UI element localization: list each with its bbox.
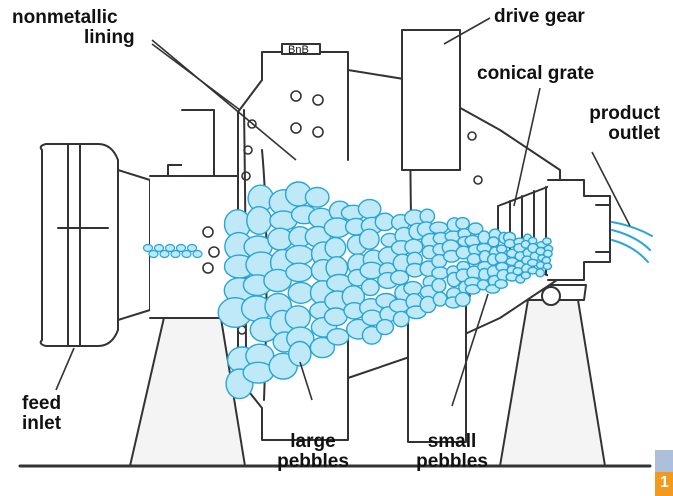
pebble <box>285 306 310 329</box>
badge-number: 1 <box>660 474 669 492</box>
pebble <box>456 218 469 230</box>
pebble <box>247 207 272 235</box>
pebble <box>432 279 446 293</box>
pebble <box>360 229 380 249</box>
pebble <box>362 279 380 295</box>
pebble <box>286 246 314 265</box>
large-pebbles-label: large pebbles <box>268 432 358 472</box>
pebble <box>404 282 422 295</box>
product-outlet <box>548 180 610 280</box>
pebble <box>377 320 394 335</box>
pebble <box>391 271 409 285</box>
leader-feed-inlet <box>56 348 74 390</box>
pebble <box>543 238 551 245</box>
badge-top <box>655 450 673 472</box>
corner-badge: 1 <box>655 450 673 496</box>
pebble <box>430 222 448 233</box>
feed-pebble <box>193 251 202 258</box>
plate-mark: BnB <box>288 40 309 60</box>
pebble <box>286 263 312 281</box>
right-support-pier <box>500 300 605 466</box>
feed-inlet-pebbles <box>144 245 203 258</box>
pebble <box>305 188 329 208</box>
pebble <box>420 209 434 223</box>
pebble <box>288 283 313 304</box>
pebble <box>325 238 346 258</box>
pebble <box>467 254 480 265</box>
conical-grate-label: conical grate <box>477 64 594 84</box>
drive-gear-label: drive gear <box>494 7 585 27</box>
pebble <box>456 293 471 307</box>
pebble <box>433 292 447 306</box>
pebble <box>327 329 349 345</box>
pebble <box>544 250 552 257</box>
pebble <box>536 269 544 277</box>
nonmetallic-lining-label: nonmetallic lining <box>12 8 135 48</box>
small-pebbles-label: small pebbles <box>402 432 502 472</box>
product-outlet-label: product outlet <box>560 104 660 144</box>
pebble <box>488 237 499 247</box>
feed-inlet-label: feed inlet <box>22 394 61 434</box>
pebble <box>543 263 551 269</box>
pebble <box>495 280 507 289</box>
pebble <box>432 267 448 279</box>
